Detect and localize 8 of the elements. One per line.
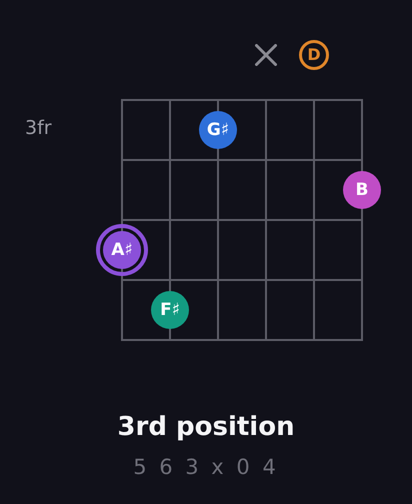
open-string-marker: D [299,40,329,70]
fingering-caption: 5 6 3 x 0 4 [133,455,279,480]
root-note-marker: A♯ [96,224,148,276]
fret-number: 3fr [25,118,52,140]
note-marker: B [343,171,381,209]
note-marker: G♯ [199,111,237,149]
chord-title: 3rd position [117,413,295,443]
note-marker: F♯ [151,291,189,329]
